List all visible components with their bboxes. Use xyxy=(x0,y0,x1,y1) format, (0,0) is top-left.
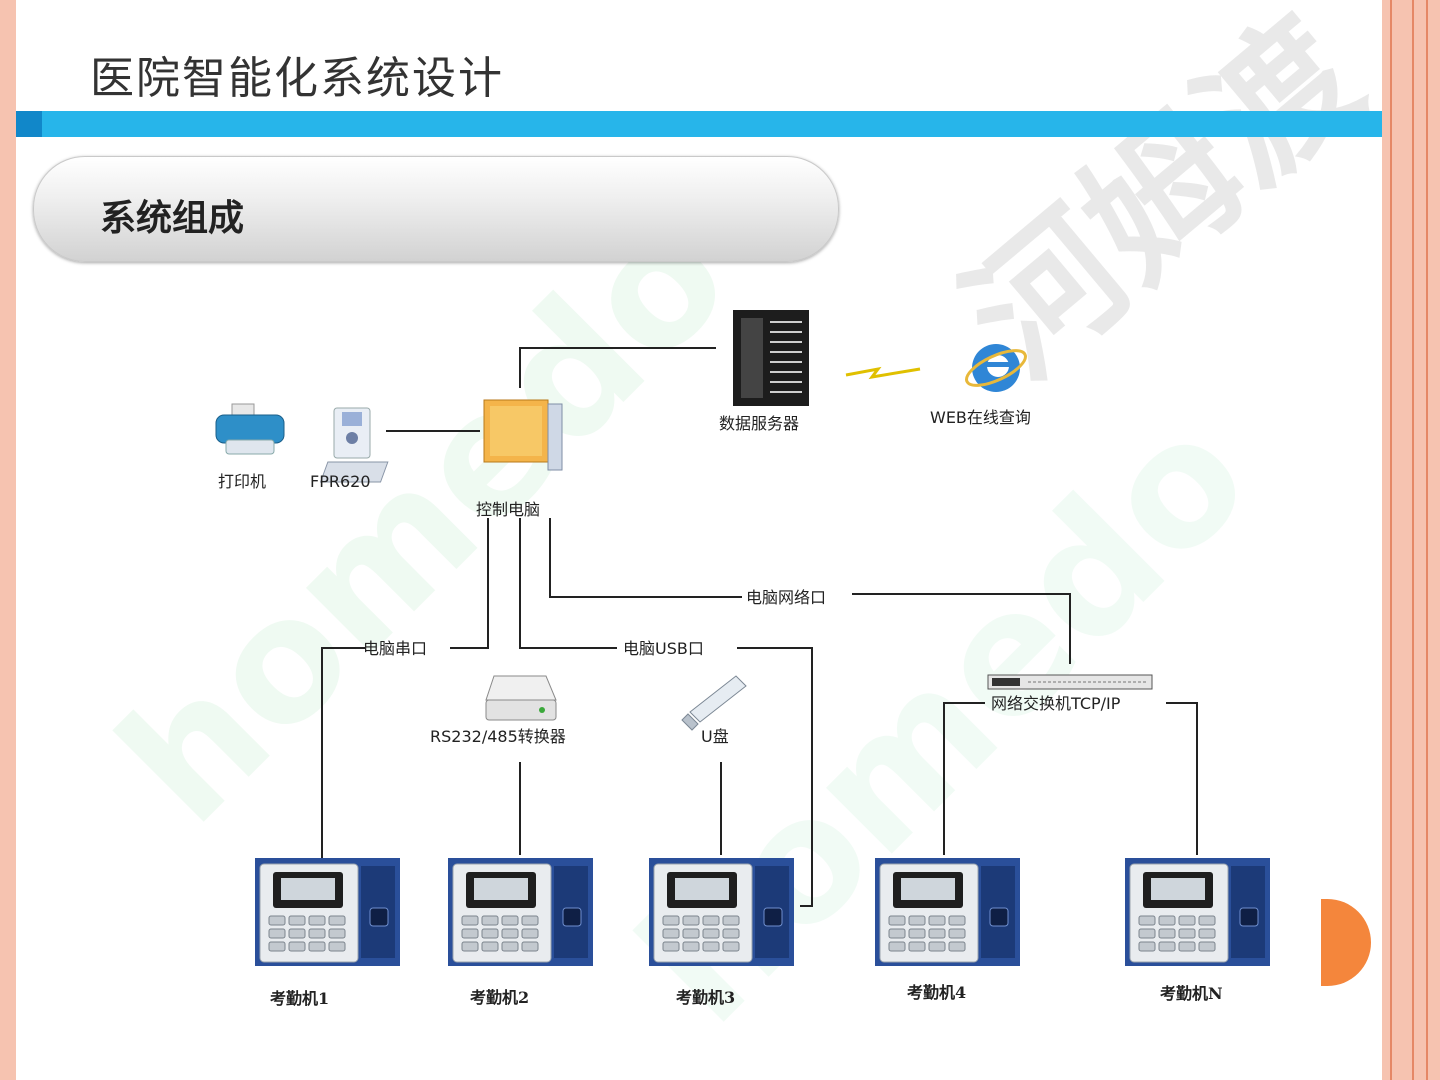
title-accent-bar xyxy=(16,111,1382,137)
connector-lines xyxy=(321,347,1198,907)
slide-title: 医院智能化系统设计 xyxy=(90,53,504,104)
line-net-2 xyxy=(852,593,1071,664)
network-switch-icon xyxy=(987,674,1153,690)
line-usb-2 xyxy=(737,647,813,907)
line-pc-server xyxy=(519,347,716,388)
line-switch-tn xyxy=(1166,702,1198,855)
line-serial-2 xyxy=(321,647,365,858)
serial-port-label: 电脑串口 xyxy=(363,639,427,658)
converter-icon xyxy=(485,675,557,721)
usb-disk-label: U盘 xyxy=(701,727,729,746)
server-label: 数据服务器 xyxy=(719,414,799,433)
fpr-label: FPR620 xyxy=(310,472,371,491)
line-net-1 xyxy=(549,518,742,598)
printer-icon xyxy=(215,403,285,455)
attendance-terminal-icon xyxy=(255,858,400,966)
section-header-pill: 系统组成 xyxy=(33,156,839,262)
line-usb-1 xyxy=(519,518,617,649)
switch-label: 网络交换机TCP/IP xyxy=(991,694,1121,713)
usb-port-label: 电脑USB口 xyxy=(623,639,704,658)
line-switch-t4 xyxy=(943,702,985,855)
terminal-n-label: 考勤机N xyxy=(1160,984,1223,1003)
web-label: WEB在线查询 xyxy=(930,408,1031,427)
attendance-terminal-icon xyxy=(875,858,1020,966)
internet-browser-icon xyxy=(965,344,1027,392)
printer-label: 打印机 xyxy=(218,472,266,491)
attendance-terminal-icon xyxy=(649,858,794,966)
terminal-3-label: 考勤机3 xyxy=(676,988,735,1007)
attendance-terminal-icon xyxy=(448,858,593,966)
attendance-terminal-icon xyxy=(1125,858,1270,966)
terminal-4-label: 考勤机4 xyxy=(907,983,966,1002)
terminal-2-label: 考勤机2 xyxy=(470,988,529,1007)
fingerprint-reader-icon xyxy=(333,407,371,459)
right-frame-border xyxy=(1382,0,1440,1080)
server-icon xyxy=(733,310,809,406)
left-frame-border xyxy=(0,0,16,1080)
section-title: 系统组成 xyxy=(100,197,245,239)
computer-icon xyxy=(319,399,563,483)
converter-label: RS232/485转换器 xyxy=(430,727,566,746)
terminal-1-label: 考勤机1 xyxy=(270,989,329,1008)
line-serial-1 xyxy=(450,518,489,649)
network-port-label: 电脑网络口 xyxy=(746,588,826,607)
wireless-link-icon xyxy=(845,366,921,380)
pc-label: 控制电脑 xyxy=(476,500,540,519)
usb-disk-icon xyxy=(681,675,747,731)
